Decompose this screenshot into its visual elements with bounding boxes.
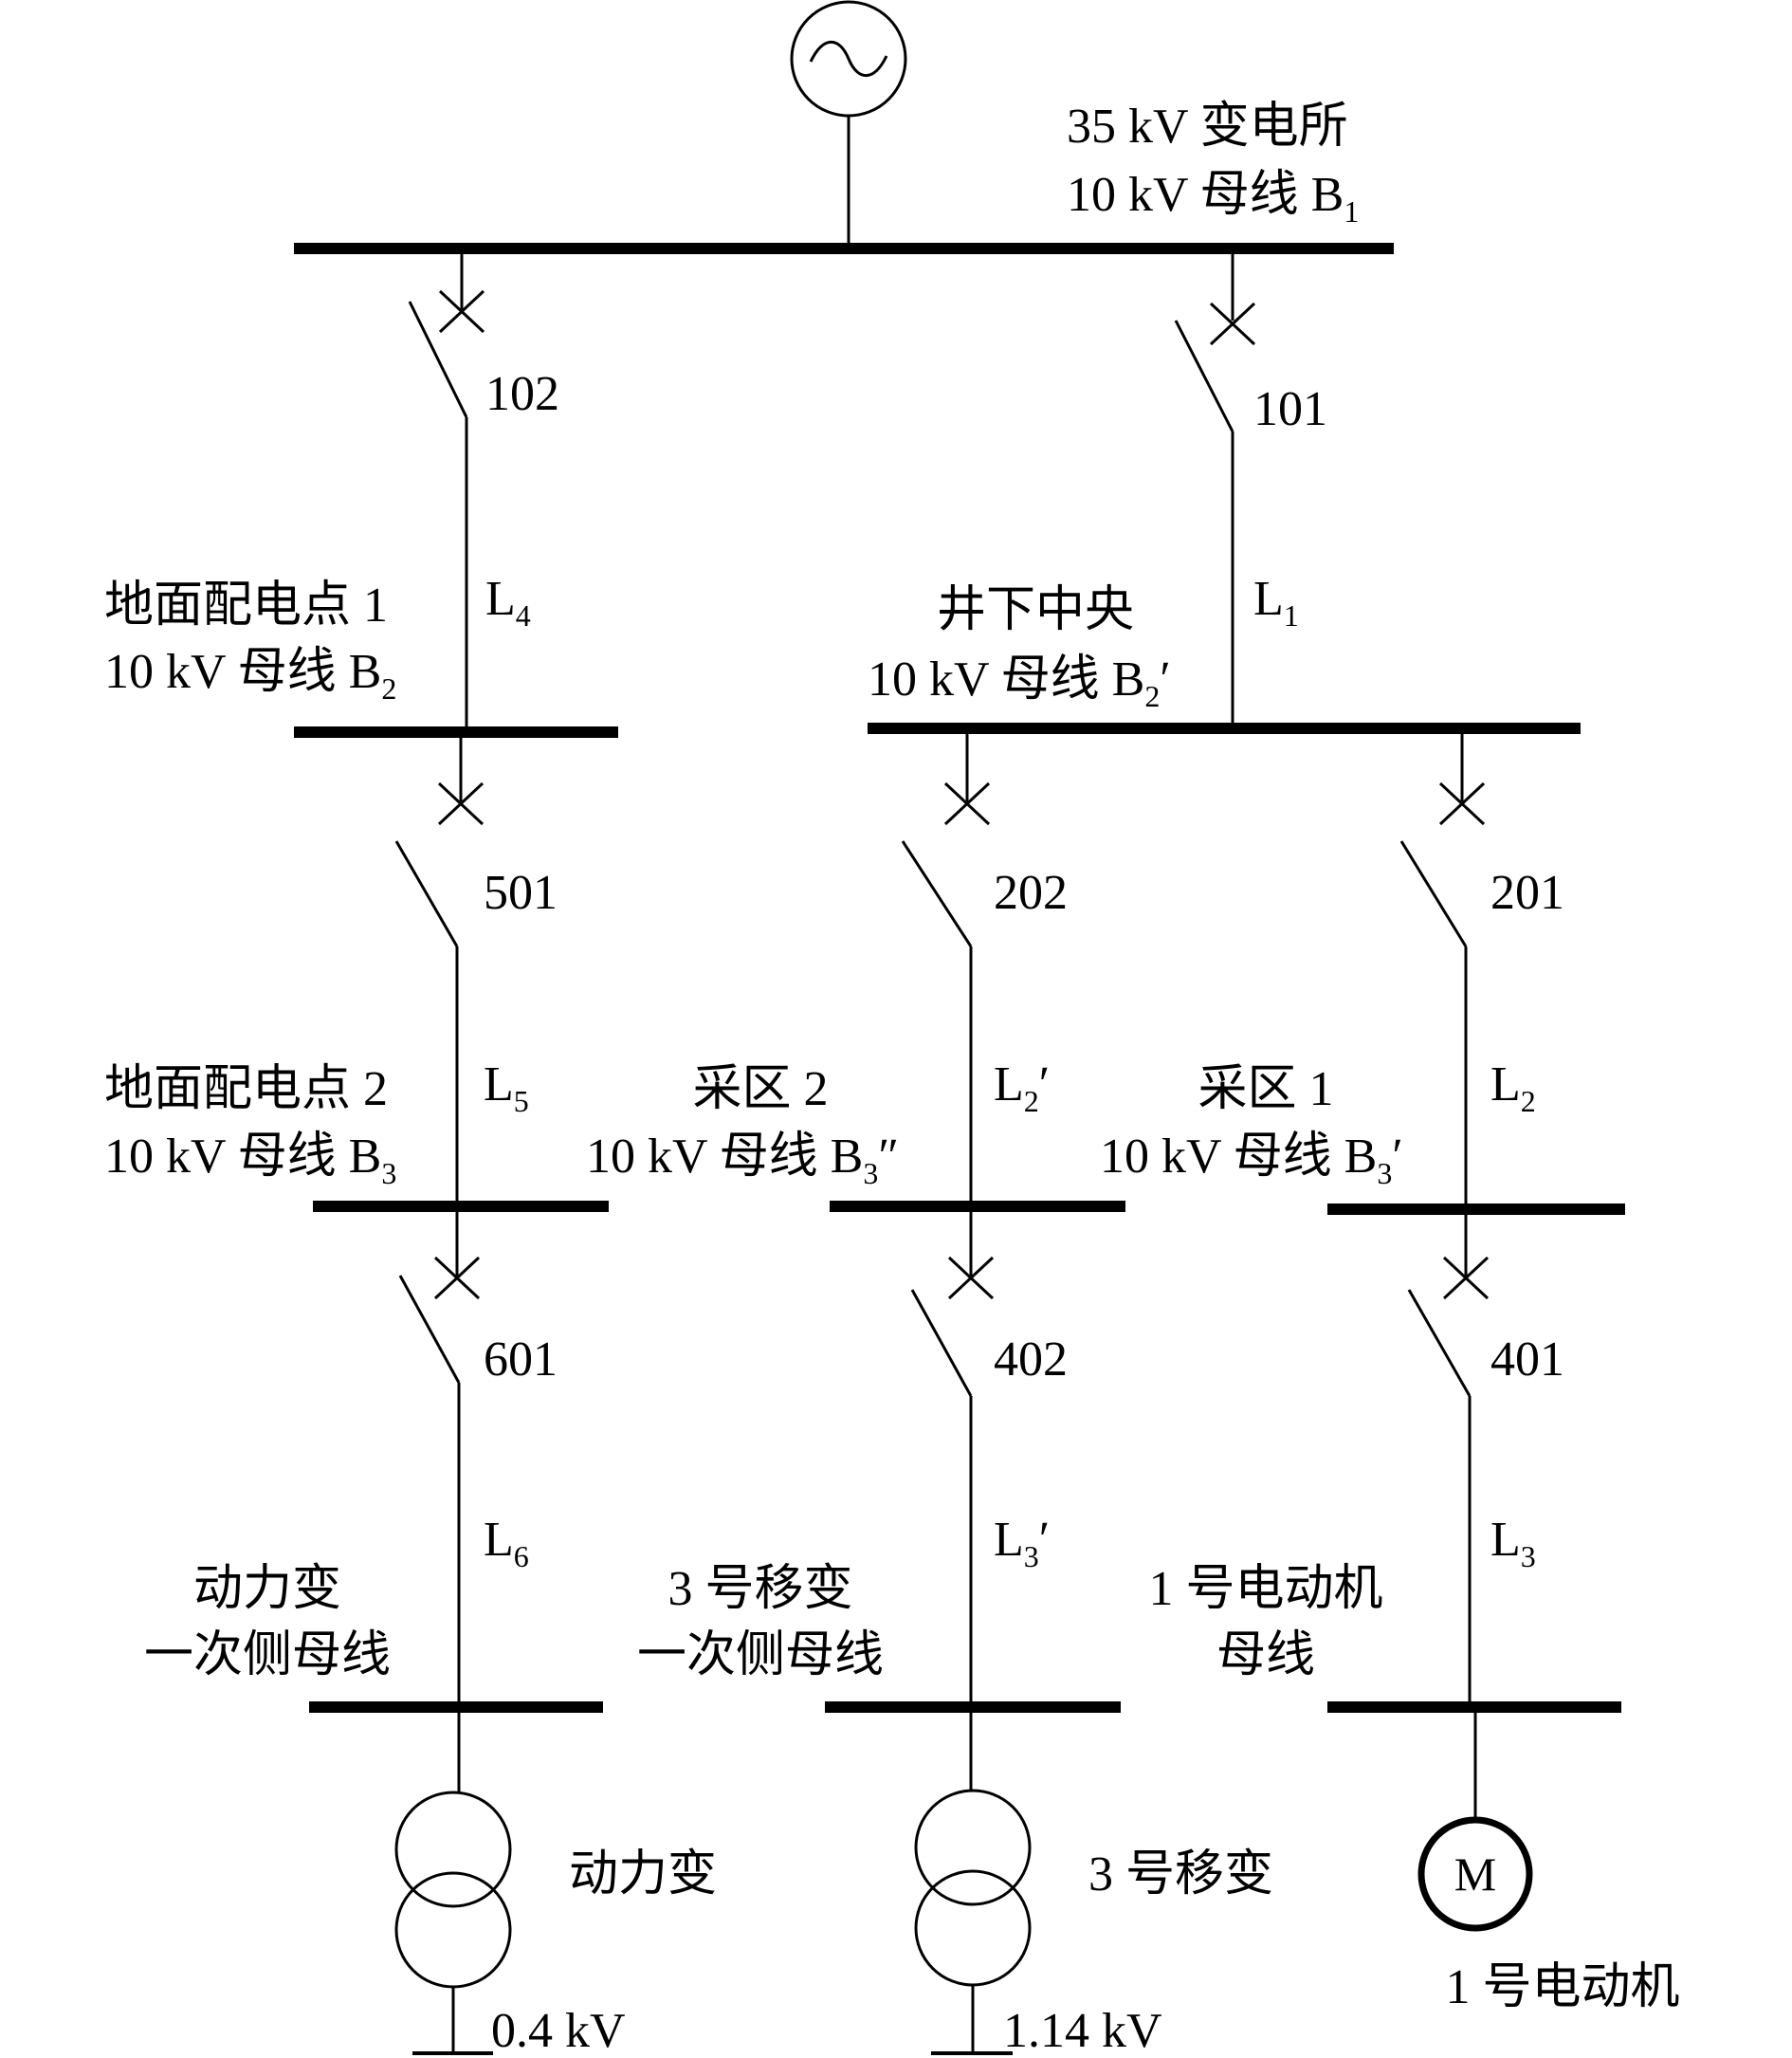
bus-motor-1-label-2: 母线 [1216, 1628, 1315, 1682]
breaker-601-label: 601 [484, 1332, 558, 1387]
breaker-401-cross-icon-b [1442, 1256, 1490, 1300]
motor-1-icon [1417, 1816, 1533, 1932]
mobile-transformer-winding-2-icon [914, 1869, 1032, 1987]
breaker-201-cross-icon-b [1438, 781, 1486, 826]
line-L2-prime-label: L2′ [994, 1057, 1050, 1118]
breaker-202-label: 202 [994, 866, 1068, 920]
breaker-102-blade[interactable] [408, 301, 468, 418]
breaker-101-blade[interactable] [1174, 320, 1234, 432]
breaker-102-label: 102 [485, 367, 559, 421]
line-L1-label: L1 [1253, 572, 1299, 633]
line-L3-label: L3 [1490, 1513, 1536, 1573]
breaker-402-blade[interactable] [910, 1289, 973, 1397]
breaker-501-label: 501 [484, 866, 558, 920]
breaker-202-cross-icon-b [943, 781, 991, 826]
breaker-601-blade[interactable] [398, 1275, 461, 1384]
mobile-transformer-label: 3 号移变 [1088, 1847, 1273, 1902]
breaker-201-label: 201 [1490, 866, 1564, 920]
breaker-601-cross-icon-b [433, 1256, 481, 1300]
bus-b3-prime-label-1: 采区 1 [1198, 1062, 1333, 1116]
breaker-102-cross-icon-b [438, 289, 485, 334]
line-L6-label: L6 [484, 1513, 529, 1573]
motor-1-label: 1 号电动机 [1445, 1960, 1679, 2014]
motor-1-symbol: M [1454, 1847, 1496, 1901]
power-transformer-voltage-label: 0.4 kV [491, 2004, 626, 2058]
breaker-402-label: 402 [994, 1332, 1068, 1387]
breaker-201-blade[interactable] [1399, 840, 1468, 947]
bus-b3-double-prime-label-1: 采区 2 [692, 1062, 828, 1116]
power-transformer-winding-1-icon [394, 1791, 512, 1908]
line-L3-prime-label: L3′ [994, 1513, 1050, 1573]
line-L2-label: L2 [1490, 1057, 1536, 1118]
bus-b1-label-2: 10 kV 母线 B1 [1067, 168, 1359, 229]
bus-b2-label-1: 地面配电点 1 [104, 579, 388, 633]
line-L4-label: L4 [485, 572, 531, 633]
bus-b3-prime-label-2: 10 kV 母线 B3′ [1100, 1130, 1403, 1190]
bus-power-transformer-primary-label-1: 动力变 [193, 1562, 341, 1616]
bus-b3-label-1: 地面配电点 2 [104, 1062, 388, 1116]
breaker-101-cross-icon-b [1209, 302, 1256, 346]
breaker-402-cross-icon-b [947, 1256, 995, 1300]
bus-mobile-transformer-primary-label-1: 3 号移变 [667, 1562, 852, 1616]
breaker-501-cross-icon-b [437, 781, 485, 826]
breaker-202-blade[interactable] [901, 840, 973, 947]
breaker-401-label: 401 [1490, 1332, 1564, 1387]
bus-b2-prime-label-2: 10 kV 母线 B2′ [868, 652, 1171, 713]
line-L5-label: L5 [484, 1057, 529, 1118]
power-transformer-winding-2-icon [394, 1871, 512, 1989]
bus-motor-1-label-1: 1 号电动机 [1148, 1562, 1382, 1616]
breaker-501-blade[interactable] [394, 840, 459, 947]
bus-mobile-transformer-primary-label-2: 一次侧母线 [637, 1628, 884, 1682]
mobile-transformer-winding-1-icon [914, 1789, 1032, 1906]
bus-b3-double-prime-label-2: 10 kV 母线 B3″ [586, 1130, 899, 1190]
ac-source-sine-icon [809, 40, 888, 78]
breaker-401-blade[interactable] [1407, 1289, 1472, 1397]
power-transformer-label: 动力变 [569, 1847, 717, 1902]
bus-b3-label-2: 10 kV 母线 B3 [104, 1130, 396, 1190]
breaker-101-label: 101 [1253, 382, 1327, 436]
bus-b1-label-1: 35 kV 变电所 [1067, 100, 1348, 154]
mobile-transformer-voltage-label: 1.14 kV [1003, 2004, 1162, 2058]
bus-b2-prime-label-1: 井下中央 [937, 583, 1134, 637]
bus-power-transformer-primary-label-2: 一次侧母线 [144, 1628, 391, 1682]
bus-b2-label-2: 10 kV 母线 B2 [104, 645, 396, 706]
